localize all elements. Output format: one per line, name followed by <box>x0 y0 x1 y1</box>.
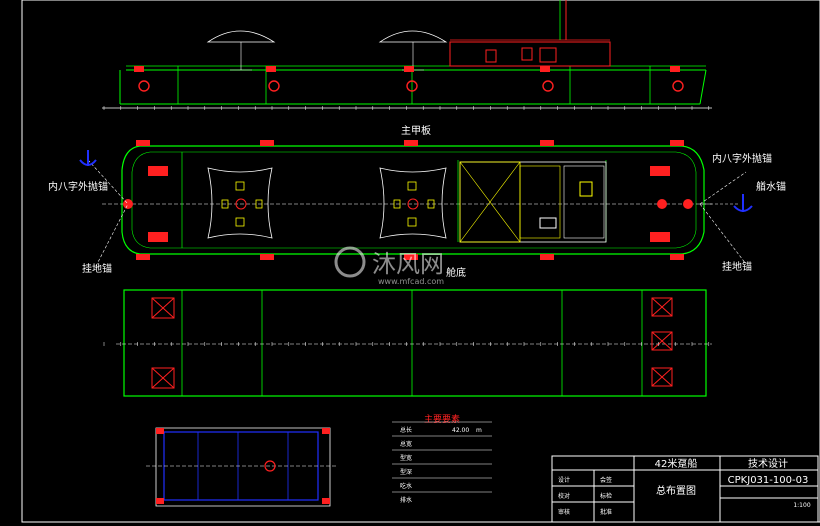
label-bow-anchor: 艏水锚 <box>756 180 786 193</box>
param-unit: m <box>476 427 482 434</box>
params-table-title: 主要要素 <box>424 413 460 425</box>
title-row-label: 设计 <box>558 476 570 484</box>
title-project: 42米趸船 <box>655 457 698 470</box>
param-name: 总长 <box>400 426 412 434</box>
title-drawing-name: 总布置图 <box>656 484 696 497</box>
section-view <box>146 427 338 507</box>
label-tie-anchor-right: 挂地锚 <box>722 260 752 273</box>
elevation-frame-ticks <box>103 106 710 110</box>
title-row-label: 校对 <box>558 492 570 500</box>
label-inner-anchor-left: 内八字外抛锚 <box>48 180 108 193</box>
label-bottom: 舱底 <box>446 266 466 279</box>
label-main-deck: 主甲板 <box>401 124 431 137</box>
param-value: 42.00 <box>452 427 469 434</box>
watermark: 沐风网 www.mfcad.com <box>334 246 444 286</box>
watermark-brand: 沐风网 <box>372 250 444 278</box>
hold-frame-ticks <box>103 342 710 346</box>
title-row-label: 审核 <box>558 508 570 516</box>
title-col2-label: 批准 <box>600 508 612 516</box>
hold-plan <box>103 289 712 397</box>
title-design-stage: 技术设计 <box>748 457 788 470</box>
anchor-icon <box>79 150 753 212</box>
title-col2-label: 标检 <box>600 492 612 500</box>
drawing-border <box>21 0 820 523</box>
title-scale: 1:100 <box>793 502 810 509</box>
title-block: 42米趸船 技术设计 CPKJ031-100-03 总布置图 1:100 设计校… <box>551 455 819 523</box>
side-elevation <box>102 0 712 110</box>
label-tie-anchor-left: 挂地锚 <box>82 262 112 275</box>
label-inner-anchor-right: 内八字外抛锚 <box>712 152 772 165</box>
param-name: 排水 <box>400 496 412 504</box>
deck-plan <box>87 140 747 267</box>
param-name: 型宽 <box>400 454 412 462</box>
title-col2-label: 会签 <box>600 476 612 484</box>
watermark-url: www.mfcad.com <box>378 277 444 286</box>
param-name: 型深 <box>400 468 412 476</box>
param-name: 总宽 <box>400 440 412 448</box>
param-name: 吃水 <box>400 482 412 490</box>
title-drawing-no: CPKJ031-100-03 <box>728 475 809 486</box>
